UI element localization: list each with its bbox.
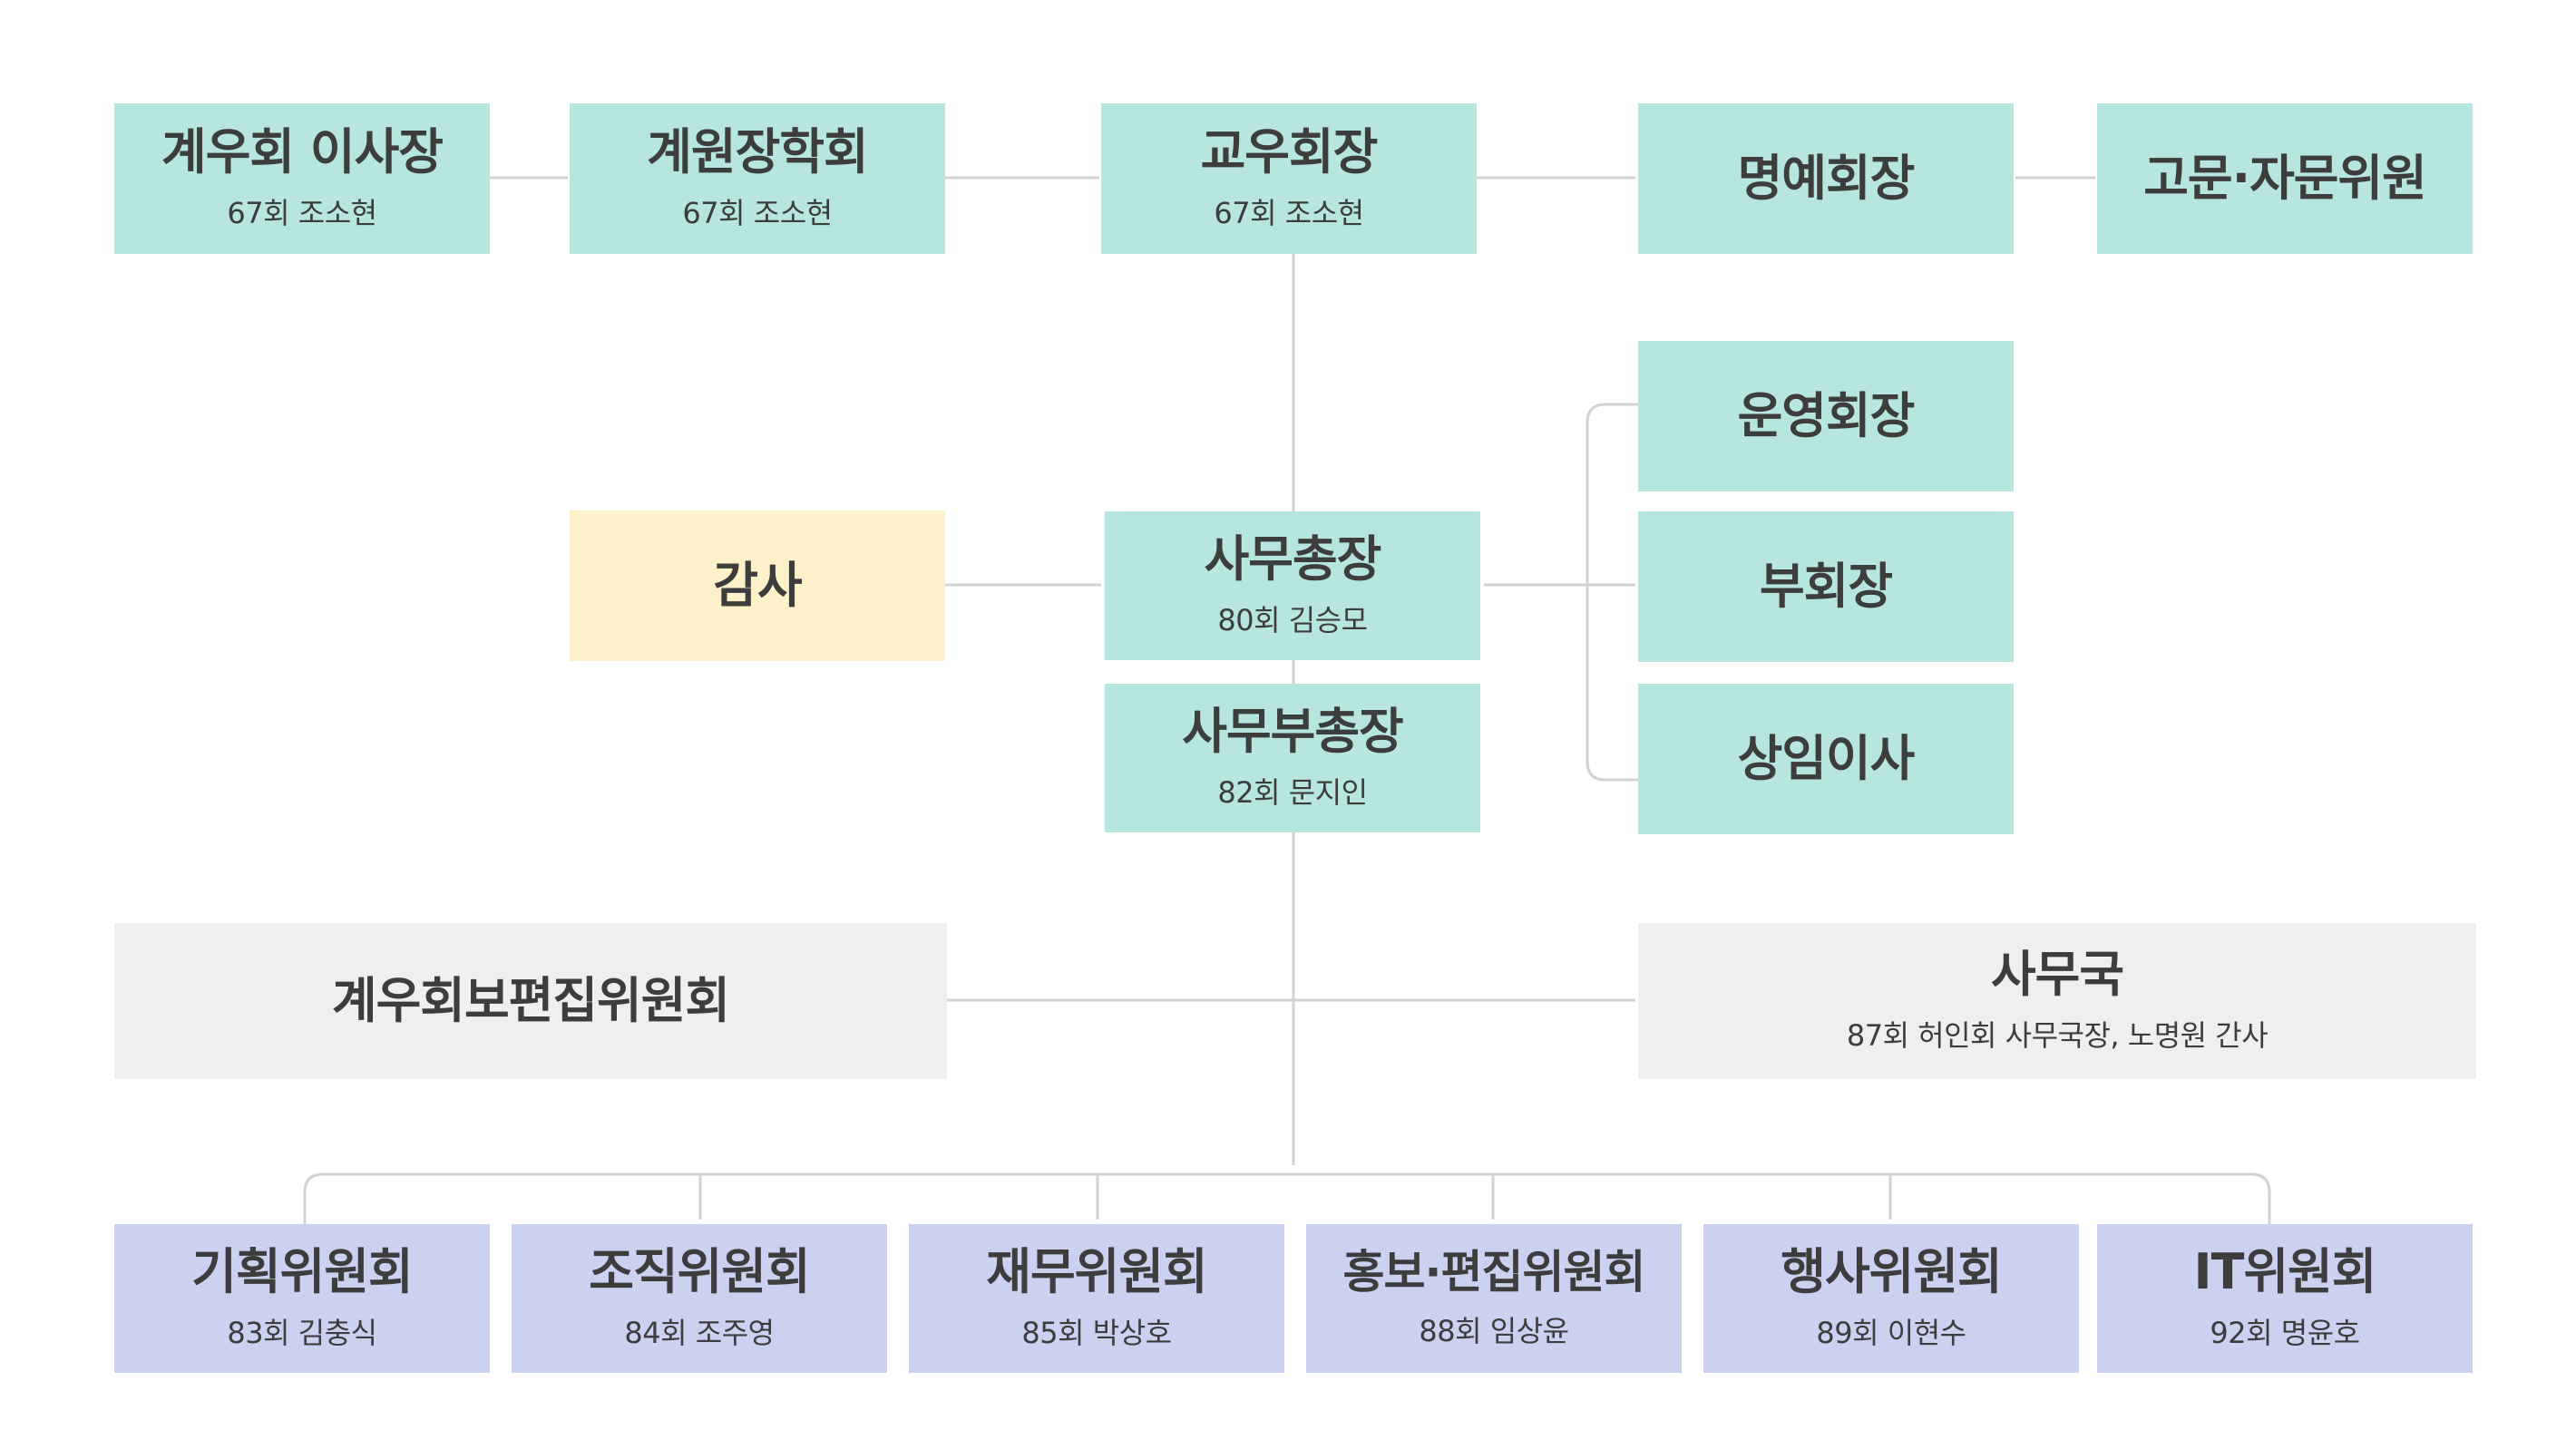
standing-director-box: 상임이사 xyxy=(1638,684,2014,834)
board-chairman-box: 계우회 이사장 67회 조소현 xyxy=(114,103,490,254)
finance-committee-title: 재무위원회 xyxy=(986,1243,1207,1301)
planning-committee-name: 83회 김충식 xyxy=(227,1315,377,1350)
events-committee-box: 행사위원회 89회 이현수 xyxy=(1703,1224,2079,1373)
pr-editorial-committee-box: 홍보·편집위원회 88회 임상윤 xyxy=(1306,1224,1682,1373)
operations-president-title: 운영회장 xyxy=(1737,387,1916,445)
pr-editorial-committee-name: 88회 임상윤 xyxy=(1419,1313,1569,1348)
deputy-secretary-box: 사무부총장 82회 문지인 xyxy=(1105,684,1480,832)
operations-president-box: 운영회장 xyxy=(1638,341,2014,491)
alumni-president-box: 교우회장 67회 조소현 xyxy=(1101,103,1477,254)
alumni-president-name: 67회 조소현 xyxy=(1214,195,1364,230)
finance-committee-box: 재무위원회 85회 박상호 xyxy=(909,1224,1284,1373)
editorial-committee-box: 계우회보편집위원회 xyxy=(114,923,947,1079)
organization-committee-name: 84회 조주영 xyxy=(624,1315,775,1350)
scholarship-title: 계원장학회 xyxy=(647,123,868,181)
connector-line xyxy=(1586,403,1640,782)
deputy-secretary-name: 82회 문지인 xyxy=(1217,774,1368,810)
it-committee-name: 92회 명윤호 xyxy=(2210,1315,2360,1350)
finance-committee-name: 85회 박상호 xyxy=(1021,1315,1172,1350)
scholarship-name: 67회 조소현 xyxy=(682,195,833,230)
auditor-box: 감사 xyxy=(570,511,945,661)
alumni-president-title: 교우회장 xyxy=(1200,123,1379,181)
honorary-president-box: 명예회장 xyxy=(1638,103,2014,254)
board-chairman-title: 계우회 이사장 xyxy=(161,123,444,181)
organization-committee-box: 조직위원회 84회 조주영 xyxy=(512,1224,887,1373)
auditor-title: 감사 xyxy=(713,557,802,615)
scholarship-box: 계원장학회 67회 조소현 xyxy=(570,103,945,254)
pr-editorial-committee-title: 홍보·편집위원회 xyxy=(1342,1245,1646,1298)
it-committee-title: IT위원회 xyxy=(2193,1243,2377,1301)
honorary-president-title: 명예회장 xyxy=(1737,150,1916,208)
secretary-general-box: 사무총장 80회 김승모 xyxy=(1105,511,1480,660)
events-committee-title: 행사위원회 xyxy=(1781,1243,2002,1301)
deputy-secretary-title: 사무부총장 xyxy=(1182,703,1403,761)
secretariat-title: 사무국 xyxy=(1990,946,2124,1004)
events-committee-name: 89회 이현수 xyxy=(1816,1315,1966,1350)
organization-committee-title: 조직위원회 xyxy=(589,1243,810,1301)
planning-committee-box: 기획위원회 83회 김충식 xyxy=(114,1224,490,1373)
standing-director-title: 상임이사 xyxy=(1737,730,1916,788)
vice-president-title: 부회장 xyxy=(1759,558,1893,616)
advisors-title: 고문·자문위원 xyxy=(2143,150,2427,208)
vice-president-box: 부회장 xyxy=(1638,511,2014,662)
connector-line xyxy=(303,1172,2271,1224)
advisors-box: 고문·자문위원 xyxy=(2097,103,2473,254)
secretariat-box: 사무국 87회 허인회 사무국장, 노명원 간사 xyxy=(1638,923,2476,1079)
secretary-general-title: 사무총장 xyxy=(1204,530,1382,588)
it-committee-box: IT위원회 92회 명윤호 xyxy=(2097,1224,2473,1373)
planning-committee-title: 기획위원회 xyxy=(191,1243,413,1301)
editorial-committee-title: 계우회보편집위원회 xyxy=(331,972,730,1030)
secretary-general-name: 80회 김승모 xyxy=(1217,602,1368,637)
board-chairman-name: 67회 조소현 xyxy=(227,195,377,230)
secretariat-name: 87회 허인회 사무국장, 노명원 간사 xyxy=(1846,1017,2269,1053)
